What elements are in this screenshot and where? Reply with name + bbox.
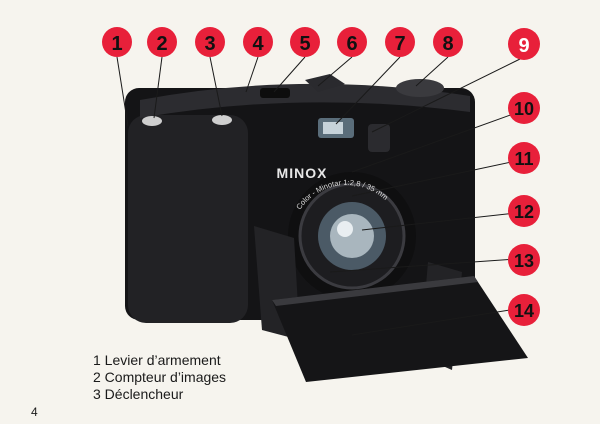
camera-illustration: MINOX Color - Minotar 1:2,8 / 35 mm xyxy=(125,74,528,382)
callout-12 xyxy=(508,195,540,227)
svg-text:5: 5 xyxy=(299,33,310,55)
shutter-release xyxy=(212,115,232,125)
callout-3 xyxy=(195,27,225,57)
callout-8 xyxy=(433,27,463,57)
rewind-knob xyxy=(396,79,444,97)
callout-7 xyxy=(385,27,415,57)
advance-lever xyxy=(142,116,162,126)
svg-text:3: 3 xyxy=(204,33,215,55)
svg-text:13: 13 xyxy=(514,251,534,271)
svg-text:11: 11 xyxy=(514,149,533,169)
callout-11 xyxy=(508,142,540,174)
callout-1 xyxy=(102,27,132,57)
svg-text:4: 4 xyxy=(252,33,264,55)
svg-text:10: 10 xyxy=(514,99,534,119)
svg-text:6: 6 xyxy=(346,33,357,55)
parts-legend: 1 Levier d’armement 2 Compteur d’images … xyxy=(93,352,226,403)
callout-markers: 1 2 3 4 5 6 7 8 9 10 11 12 13 xyxy=(102,27,540,326)
svg-text:1: 1 xyxy=(111,33,122,55)
svg-text:12: 12 xyxy=(514,202,534,222)
callout-2 xyxy=(147,27,177,57)
callout-6 xyxy=(337,27,367,57)
camera-grip xyxy=(128,115,248,323)
leader-lines xyxy=(116,56,521,336)
svg-text:2: 2 xyxy=(156,33,167,55)
svg-text:14: 14 xyxy=(514,301,534,321)
callout-13 xyxy=(508,244,540,276)
flash-contact xyxy=(305,74,345,92)
callout-10 xyxy=(508,92,540,124)
callout-5 xyxy=(290,27,320,57)
svg-text:9: 9 xyxy=(518,35,529,57)
callout-4 xyxy=(243,27,273,57)
svg-text:8: 8 xyxy=(442,33,453,55)
callout-9 xyxy=(508,28,540,60)
legend-item: 3 Déclencheur xyxy=(93,386,184,402)
brand-logo: MINOX xyxy=(277,165,328,181)
svg-text:7: 7 xyxy=(394,33,405,55)
page-number: 4 xyxy=(31,405,38,419)
legend-item: 2 Compteur d’images xyxy=(93,369,227,385)
lens-cover-flap xyxy=(272,276,528,382)
legend-item: 1 Levier d’armement xyxy=(93,352,221,368)
top-plate xyxy=(140,83,470,118)
callout-14 xyxy=(508,294,540,326)
hot-shoe xyxy=(260,88,290,98)
